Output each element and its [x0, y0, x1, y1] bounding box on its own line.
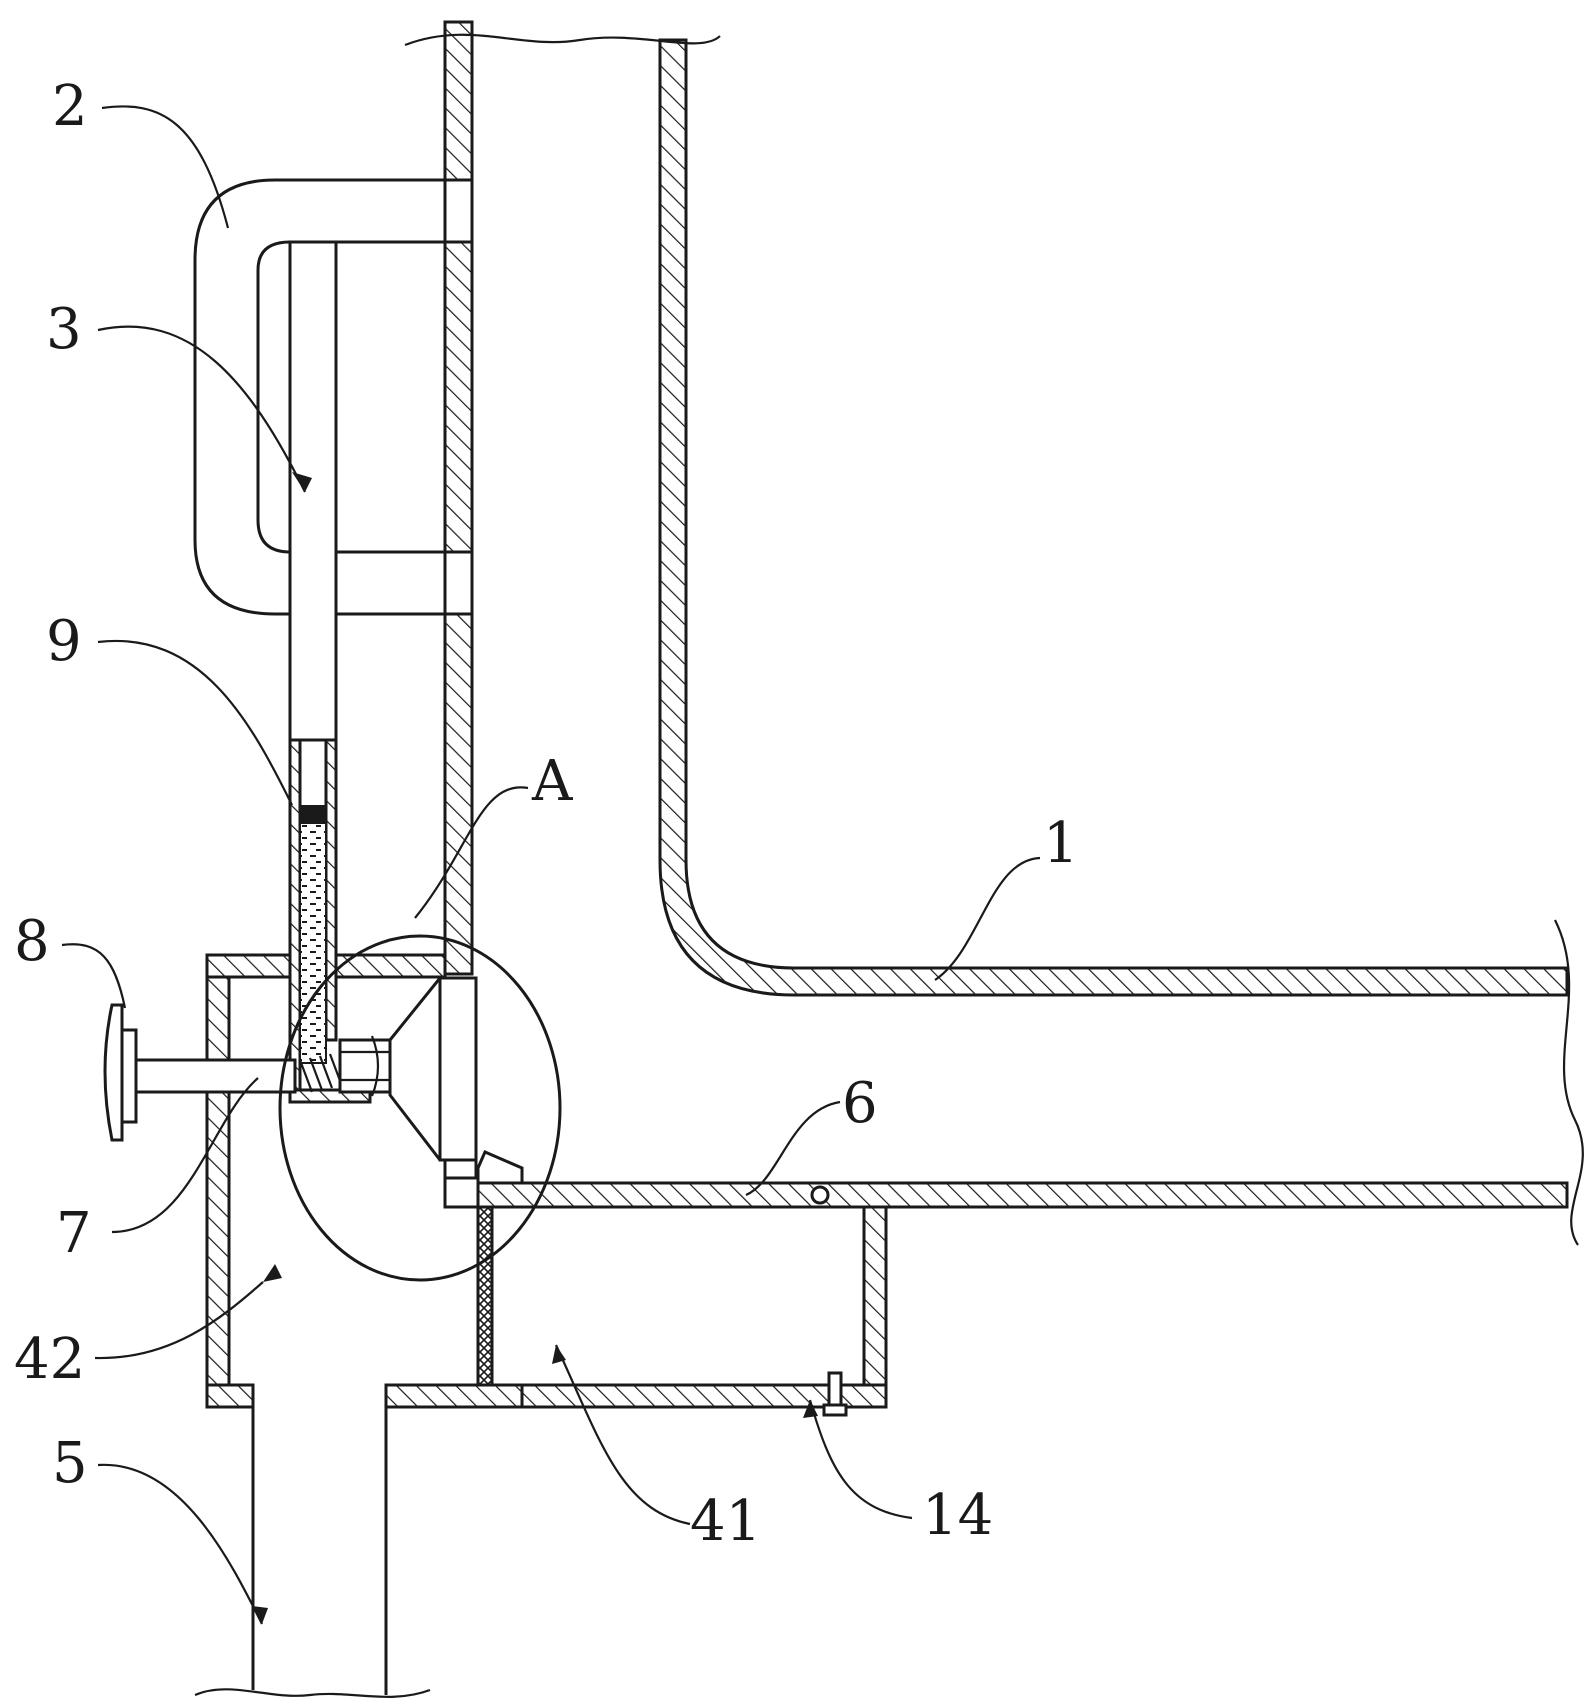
vertical-left-wall-upper [443, 20, 474, 182]
u-bracket [193, 178, 445, 616]
side-box-bottom-wall-left [205, 1383, 255, 1409]
label-2: 2 [52, 74, 88, 139]
valve-seat [438, 976, 478, 1162]
leader-lines [61, 105, 1041, 1625]
shaft [133, 1058, 297, 1094]
leader-2 [101, 105, 230, 229]
leader-3 [97, 325, 306, 493]
label-41: 41 [690, 1489, 761, 1554]
leader-41 [555, 1344, 691, 1526]
label-7: 7 [56, 1201, 92, 1266]
filter-wall [476, 1205, 494, 1387]
vertical-rod [288, 240, 338, 742]
valve-assembly [278, 934, 562, 1282]
collection-box-bottom-wall [520, 1383, 888, 1409]
handle-stem [120, 1028, 138, 1124]
leader-a [414, 786, 529, 919]
vertical-left-wall-middle [443, 240, 474, 554]
arrowhead-41 [552, 1345, 566, 1364]
side-box-left-wall-upper [205, 975, 231, 1062]
nut-thread [370, 1035, 380, 1097]
spring [298, 1053, 352, 1093]
label-14: 14 [922, 1483, 993, 1548]
leader-9 [97, 639, 293, 806]
side-box-top-wall-right [334, 953, 447, 979]
label-a: A [531, 749, 573, 814]
tube-right-wall [324, 738, 338, 1042]
valve-step [443, 1176, 480, 1209]
filling-material [299, 822, 327, 1064]
side-box [205, 953, 524, 1409]
vertical-left-wall-lower [443, 612, 474, 976]
leader-7 [111, 1077, 259, 1234]
top-break-line [404, 33, 721, 47]
piston-block [300, 805, 326, 823]
leader-8 [61, 943, 127, 1009]
valve-foot [443, 1158, 478, 1180]
main-elbow-pipe [404, 20, 1584, 1246]
leader-1 [934, 856, 1041, 981]
arrowhead-3 [292, 472, 312, 492]
detail-circle-a [278, 934, 562, 1282]
handle-knob [103, 1003, 124, 1142]
tube-assembly [288, 738, 372, 1104]
right-break-line [1554, 919, 1584, 1246]
leader-42 [94, 1281, 264, 1360]
label-1: 1 [1043, 811, 1079, 876]
handle-assembly [103, 1003, 392, 1142]
nut [338, 1038, 392, 1094]
leader-5 [97, 1463, 263, 1625]
arrowhead-14 [803, 1400, 818, 1418]
tube-left-wall [288, 738, 302, 1102]
arrowhead-5 [252, 1606, 268, 1624]
leader-6 [745, 1100, 841, 1197]
arrowhead-42 [263, 1264, 282, 1282]
label-3: 3 [46, 297, 82, 362]
bolt [810, 1185, 830, 1205]
wall-opening-lower [443, 550, 474, 616]
label-6: 6 [842, 1071, 878, 1136]
valve-lip [476, 1150, 524, 1185]
side-box-left-wall-lower [205, 1090, 231, 1387]
label-5: 5 [52, 1431, 88, 1496]
horizontal-bottom-wall [474, 1181, 1569, 1209]
collection-box-right-wall [862, 1205, 888, 1409]
side-box-bottom-wall-right [384, 1383, 524, 1409]
collection-box [476, 1205, 888, 1417]
elbow-outer-wall [658, 38, 1569, 997]
wall-opening-upper [443, 178, 474, 244]
label-9: 9 [46, 609, 82, 674]
label-8: 8 [14, 909, 50, 974]
leader-14 [808, 1399, 913, 1520]
drain-plug-head [822, 1403, 848, 1417]
bottom-break-line [194, 1688, 431, 1698]
side-box-top-wall-left [205, 953, 292, 979]
label-42: 42 [14, 1327, 85, 1392]
labels: 2 3 9 A 1 8 6 7 42 5 41 14 [14, 74, 1079, 1554]
